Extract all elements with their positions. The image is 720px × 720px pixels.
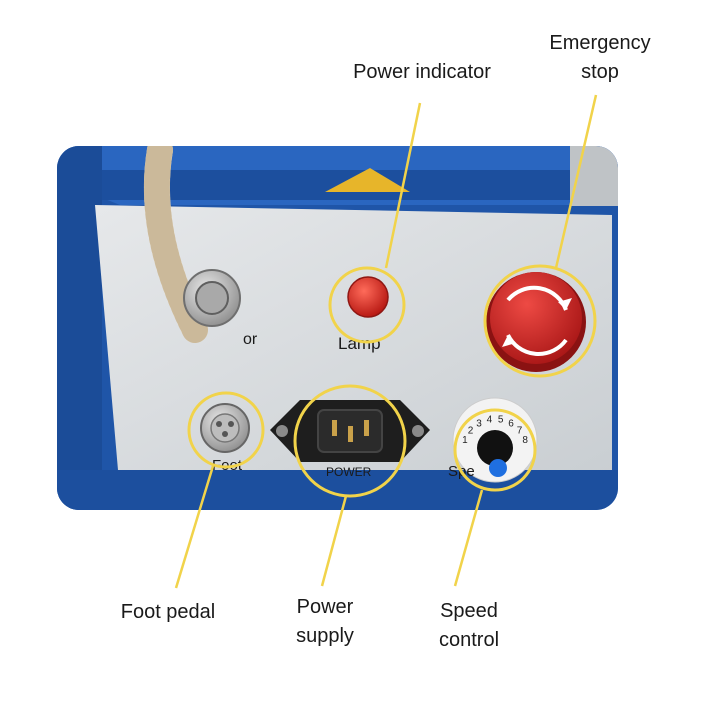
connector-label: or [243, 331, 258, 348]
speed-dial-number: 5 [498, 415, 504, 426]
emergency-stop-label-line1: Emergency [549, 32, 651, 54]
foot-pedal-callout: Foot pedal [98, 598, 238, 627]
lamp-label: Lamp [338, 334, 381, 353]
power-supply-label-line1: Power [296, 596, 354, 618]
speed-dial-number: 7 [517, 425, 523, 436]
power-indicator-leader [384, 102, 422, 269]
speed-control-callout: Speed control [414, 597, 524, 655]
power-supply-ring [293, 384, 407, 498]
power-supply-callout: Power supply [270, 593, 380, 651]
power-indicator-ring [328, 266, 406, 344]
power-indicator-callout: Power indicator [322, 58, 522, 87]
lamp-button [347, 276, 389, 318]
emergency-stop-button [490, 272, 582, 364]
foot-pedal-ring [187, 391, 265, 469]
speed-control-label-line1: Speed [440, 600, 498, 622]
foot-pedal-label: Foot pedal [120, 601, 216, 623]
speed-knob [477, 430, 513, 466]
speed-dial-number: 8 [522, 435, 528, 446]
speed-control-leader [453, 489, 484, 587]
speed-dial-number: 2 [468, 425, 474, 436]
speed-control-ring [453, 408, 537, 492]
power-label: POWER [326, 465, 372, 479]
speed-dial-number: 1 [462, 435, 468, 446]
highlight-rings [187, 264, 597, 498]
leader-lines [174, 94, 598, 589]
speed-dial-number: 4 [487, 415, 493, 426]
speed-dial-number: 3 [476, 418, 482, 429]
emergency-stop-leader [554, 94, 598, 269]
emergency-stop-callout: Emergency stop [520, 29, 680, 87]
power-supply-leader [320, 495, 348, 587]
power-supply-label-line2: supply [296, 625, 354, 647]
power-indicator-label: Power indicator [353, 61, 491, 83]
foot-pedal-leader [174, 465, 215, 589]
speed-dial-number: 6 [508, 418, 514, 429]
emergency-stop-label-line2: stop [581, 61, 619, 83]
speed-control-label-line2: control [438, 629, 500, 651]
emergency-stop-ring [483, 264, 597, 378]
